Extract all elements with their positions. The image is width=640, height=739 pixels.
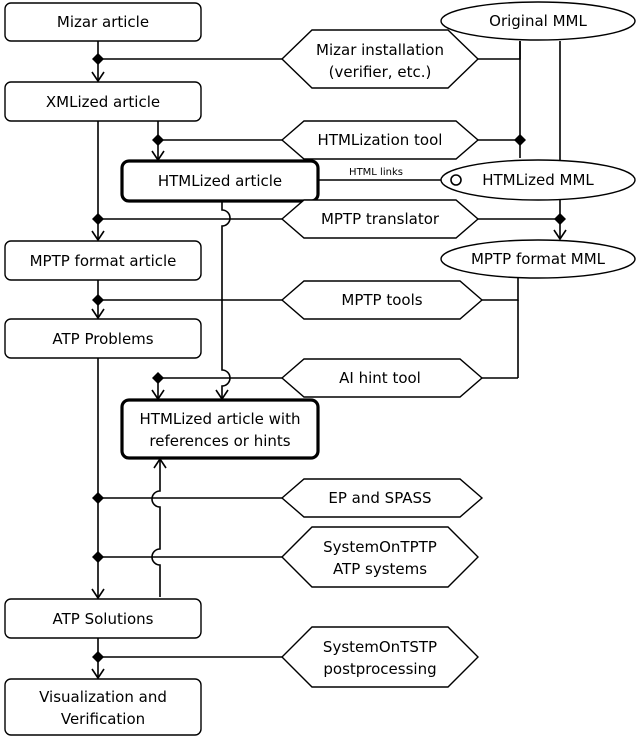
original-mml-label: Original MML bbox=[489, 12, 587, 30]
html-links-ring bbox=[450, 174, 462, 186]
junction-diamond bbox=[514, 134, 526, 146]
mptp-format-article-label: MPTP format article bbox=[30, 252, 177, 270]
tool-mptp-translator: MPTP translator bbox=[280, 199, 480, 239]
htmlized-refs-label-line1: HTMLized article with bbox=[140, 410, 301, 428]
junction-diamond bbox=[92, 492, 104, 504]
htmlized-mml-label: HTMLized MML bbox=[482, 171, 594, 189]
tool-mptp-tools: MPTP tools bbox=[280, 280, 484, 320]
flow-solutions-to-refs bbox=[151, 460, 161, 597]
systemontstp-line2: postprocessing bbox=[323, 660, 436, 678]
arrowhead-atp-solutions bbox=[91, 588, 105, 600]
arrowhead-mptp-mml bbox=[553, 229, 567, 241]
oval-mptp-format-mml: MPTP format MML bbox=[440, 239, 636, 279]
box-visualization: Visualization and Verification bbox=[4, 678, 202, 736]
tool-ai-hint: AI hint tool bbox=[280, 358, 484, 398]
flow-htmlized-to-refs bbox=[221, 201, 231, 398]
htmlized-article-label: HTMLized article bbox=[158, 172, 282, 190]
junction-diamond bbox=[92, 551, 104, 563]
box-mizar-article: Mizar article bbox=[4, 2, 202, 42]
arrowhead-xml bbox=[91, 71, 105, 83]
line-mml-to-mptp-tools bbox=[482, 278, 519, 301]
junction-diamond bbox=[152, 372, 164, 384]
systemontstp-line1: SystemOnTSTP bbox=[323, 638, 437, 656]
box-xmlized-article: XMLized article bbox=[4, 81, 202, 122]
tool-ep-spass: EP and SPASS bbox=[280, 478, 484, 518]
oval-htmlized-mml: HTMLized MML bbox=[440, 159, 636, 201]
tool-mizar-installation: Mizar installation (verifier, etc.) bbox=[280, 29, 480, 89]
visualization-label-line2: Verification bbox=[61, 710, 145, 728]
systemontptp-line1: SystemOnTPTP bbox=[323, 538, 437, 556]
systemontptp-line2: ATP systems bbox=[333, 560, 427, 578]
tool-systemontstp: SystemOnTSTP postprocessing bbox=[281, 626, 479, 688]
tool-htmlization: HTMLization tool bbox=[280, 120, 480, 160]
junction-diamond bbox=[92, 213, 104, 225]
junctions bbox=[92, 53, 566, 663]
mizar-installation-line1: Mizar installation bbox=[316, 41, 444, 59]
junction-diamond bbox=[92, 53, 104, 65]
tool-systemontptp: SystemOnTPTP ATP systems bbox=[281, 526, 479, 588]
htmlization-tool-label: HTMLization tool bbox=[318, 131, 443, 149]
box-atp-problems: ATP Problems bbox=[4, 318, 202, 359]
mptp-format-mml-label: MPTP format MML bbox=[471, 250, 606, 268]
visualization-label-line1: Visualization and bbox=[39, 688, 167, 706]
atp-problems-label: ATP Problems bbox=[52, 330, 153, 348]
junction-diamond bbox=[152, 134, 164, 146]
arrowhead-visualization bbox=[91, 668, 105, 680]
mizar-article-label: Mizar article bbox=[57, 13, 149, 31]
atp-solutions-label: ATP Solutions bbox=[53, 610, 154, 628]
html-links-label: HTML links bbox=[349, 167, 403, 178]
arrowhead-atp-problems bbox=[91, 308, 105, 320]
box-mptp-format-article: MPTP format article bbox=[4, 240, 202, 281]
mptp-tools-label: MPTP tools bbox=[341, 291, 422, 309]
oval-original-mml: Original MML bbox=[440, 1, 636, 41]
junction-diamond bbox=[554, 213, 566, 225]
mptp-translator-label: MPTP translator bbox=[321, 210, 440, 228]
ai-hint-tool-label: AI hint tool bbox=[339, 369, 421, 387]
junction-diamond bbox=[92, 651, 104, 663]
junction-diamond bbox=[92, 294, 104, 306]
box-atp-solutions: ATP Solutions bbox=[4, 598, 202, 639]
ep-spass-label: EP and SPASS bbox=[328, 489, 431, 507]
xmlized-article-label: XMLized article bbox=[46, 93, 160, 111]
mizar-installation-line2: (verifier, etc.) bbox=[329, 63, 432, 81]
box-htmlized-article: HTMLized article bbox=[120, 159, 320, 203]
box-htmlized-refs: HTMLized article with references or hint… bbox=[120, 398, 320, 460]
arrowhead-mptp-article bbox=[91, 230, 105, 242]
htmlized-refs-label-line2: references or hints bbox=[149, 432, 290, 450]
